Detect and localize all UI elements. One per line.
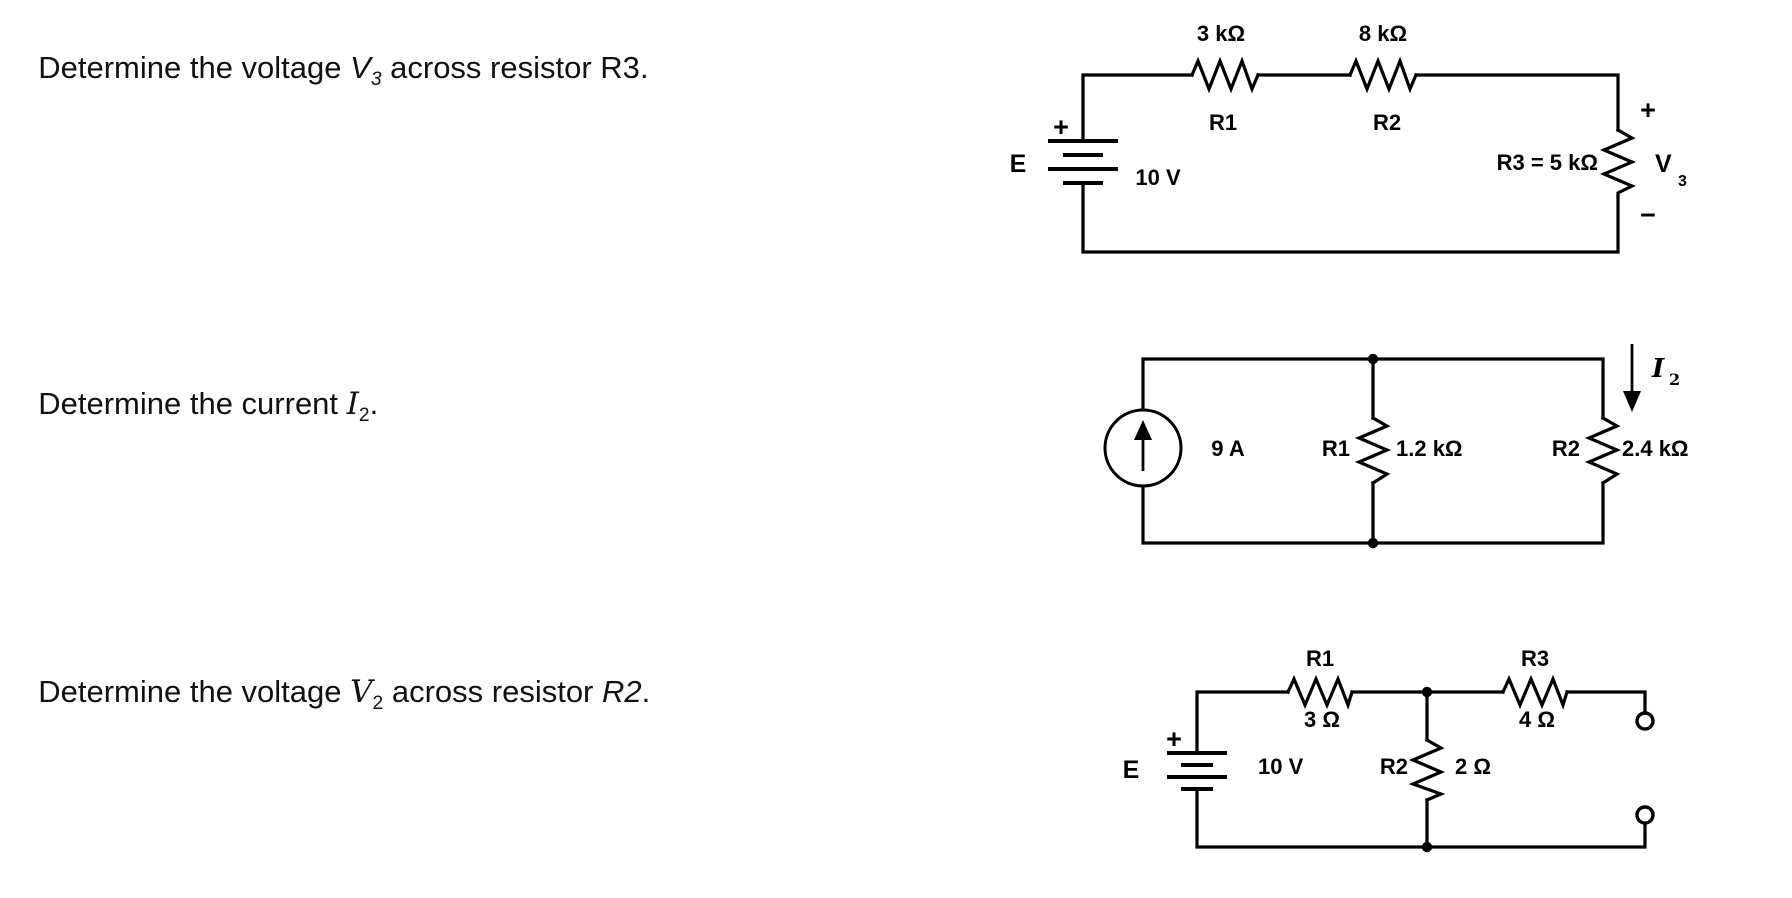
wire bbox=[1195, 787, 1647, 849]
q1-variable: V bbox=[350, 49, 371, 85]
circuit-3-diagram: R1 3 Ω R3 4 Ω R2 2 Ω + E 10 V bbox=[1123, 646, 1655, 853]
resistor-r1-zigzag bbox=[1285, 674, 1354, 710]
r2-value-label: 2.4 kΩ bbox=[1622, 436, 1689, 461]
r3-label: R3 = 5 kΩ bbox=[1497, 150, 1598, 175]
battery-value-label: 10 V bbox=[1135, 165, 1181, 190]
terminal-circle bbox=[1635, 711, 1655, 731]
node-dot bbox=[1367, 537, 1379, 549]
wire bbox=[1195, 690, 1290, 755]
battery-name-label: E bbox=[1123, 756, 1140, 784]
question-2-text: Determine the current I2. bbox=[21, 350, 379, 425]
r2-value-label: 2 Ω bbox=[1455, 754, 1491, 779]
battery-icon bbox=[1048, 139, 1118, 185]
circuit-2-diagram: 9 A R1 1.2 kΩ R2 2.4 kΩ I 2 bbox=[1103, 344, 1689, 549]
q3-tail: across resistor bbox=[383, 673, 602, 709]
node-dot bbox=[1421, 686, 1433, 698]
v3-variable-sub: 3 bbox=[1678, 173, 1687, 190]
battery-plus-sign: + bbox=[1166, 724, 1182, 754]
wire bbox=[1081, 73, 1194, 143]
resistor-r1-zigzag bbox=[1354, 415, 1392, 486]
v3-variable: V bbox=[1655, 150, 1672, 178]
terminal-circle bbox=[1635, 805, 1655, 825]
r1-name-label: R1 bbox=[1306, 646, 1334, 671]
resistor-r1-zigzag bbox=[1189, 56, 1261, 94]
current-source-icon bbox=[1103, 408, 1183, 488]
q1-tail: across resistor bbox=[381, 49, 601, 85]
q1-lead: Determine the voltage bbox=[38, 49, 351, 85]
battery-icon bbox=[1167, 751, 1227, 791]
battery-plus-sign: + bbox=[1053, 112, 1069, 142]
r3-name-label: R3 bbox=[1521, 646, 1549, 671]
resistor-r3-zigzag bbox=[1599, 127, 1637, 199]
wire bbox=[1081, 181, 1620, 254]
r2-name-label: R2 bbox=[1373, 110, 1401, 135]
source-value-label: 9 A bbox=[1211, 436, 1245, 461]
battery-value-label: 10 V bbox=[1258, 754, 1304, 779]
r2-name-label: R2 bbox=[1380, 754, 1408, 779]
wire bbox=[1565, 690, 1647, 715]
q1-object: R3 bbox=[600, 49, 640, 85]
node-dot bbox=[1367, 353, 1379, 365]
q3-lead: Determine the voltage bbox=[38, 673, 351, 709]
question-1-text: Determine the voltage V3 across resistor… bbox=[21, 14, 649, 89]
resistor-r2-zigzag bbox=[1584, 415, 1622, 486]
q2-lead: Determine the current bbox=[38, 385, 347, 421]
resistor-r2-zigzag bbox=[1408, 737, 1446, 803]
q1-variable-sub: 3 bbox=[370, 68, 382, 90]
battery-name-label: E bbox=[1010, 150, 1027, 178]
r3-value-label: 4 Ω bbox=[1519, 707, 1555, 732]
q2-period: . bbox=[369, 385, 379, 421]
r1-name-label: R1 bbox=[1209, 110, 1237, 135]
q3-period: . bbox=[641, 673, 651, 709]
r1-value-label: 3 Ω bbox=[1304, 707, 1340, 732]
wire bbox=[1414, 73, 1620, 132]
r1-value-label: 1.2 kΩ bbox=[1396, 436, 1463, 461]
q3-variable-sub: 2 bbox=[372, 692, 384, 714]
q1-period: . bbox=[639, 49, 649, 85]
v3-minus-sign: − bbox=[1640, 200, 1656, 230]
question-3-text: Determine the voltage V2 across resistor… bbox=[21, 638, 651, 713]
v3-plus-sign: + bbox=[1640, 95, 1656, 125]
r2-value-label: 8 kΩ bbox=[1359, 21, 1407, 46]
resistor-r2-zigzag bbox=[1347, 56, 1419, 94]
circuit-1-diagram: 3 kΩ R1 8 kΩ R2 R3 = 5 kΩ + E 10 V + V 3… bbox=[1010, 21, 1687, 254]
i2-variable: I bbox=[1651, 354, 1665, 384]
q3-object: R2 bbox=[602, 673, 642, 709]
q2-variable-sub: 2 bbox=[358, 404, 370, 426]
r1-name-label: R1 bbox=[1322, 436, 1350, 461]
q3-variable: V bbox=[350, 673, 373, 710]
r1-value-label: 3 kΩ bbox=[1197, 21, 1245, 46]
resistor-r3-zigzag bbox=[1500, 674, 1569, 710]
r2-name-label: R2 bbox=[1552, 436, 1580, 461]
i2-variable-sub: 2 bbox=[1669, 370, 1680, 389]
current-i2-arrow-icon bbox=[1623, 344, 1641, 412]
q2-variable: I bbox=[346, 385, 359, 422]
